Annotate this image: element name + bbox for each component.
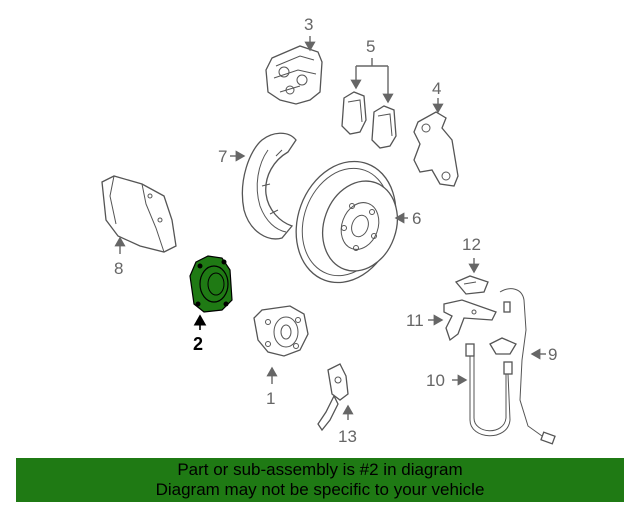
callout-4: 4 [432, 79, 441, 98]
wheel-hub-part [253, 305, 309, 357]
callout-5: 5 [366, 37, 375, 56]
brake-rotor-part [295, 160, 398, 284]
parts-diagram: 3 5 4 7 6 [101, 15, 557, 446]
callout-11: 11 [406, 311, 424, 330]
info-banner: Part or sub-assembly is #2 in diagram Di… [16, 458, 624, 502]
callout-7: 7 [218, 147, 227, 166]
brake-pads-part [341, 91, 397, 149]
callout-1: 1 [266, 389, 275, 408]
callout-6: 6 [412, 209, 421, 228]
hose-bracket-part [443, 299, 497, 342]
brake-hose-part [465, 343, 513, 437]
abs-sensor-part [317, 363, 349, 432]
splash-shield-part [241, 132, 297, 240]
cover-plate-part [101, 175, 177, 253]
clip-part [454, 275, 489, 295]
caliper-part [265, 45, 323, 105]
callout-10: 10 [426, 371, 445, 390]
banner-line-part-number: Part or sub-assembly is #2 in diagram [177, 460, 463, 479]
callout-9: 9 [548, 345, 557, 364]
caliper-bracket-part [413, 111, 459, 187]
callout-3: 3 [304, 15, 313, 34]
wheel-bearing-part [189, 255, 233, 313]
banner-line-disclaimer: Diagram may not be specific to your vehi… [155, 480, 485, 499]
callout-8: 8 [114, 259, 123, 278]
callout-2: 2 [193, 334, 203, 354]
callout-13: 13 [338, 427, 357, 446]
callout-12: 12 [462, 235, 481, 254]
brake-line-part [489, 288, 556, 445]
